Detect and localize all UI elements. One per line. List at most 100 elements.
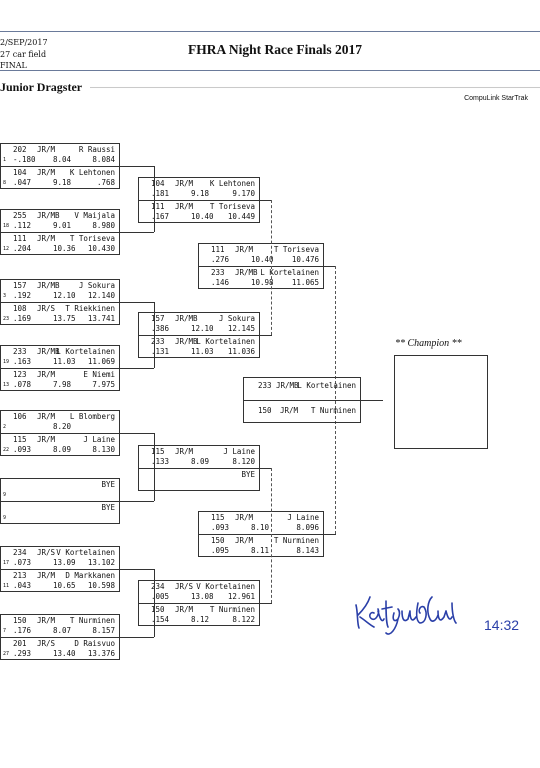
header-rule-top — [0, 31, 540, 32]
connector-line — [154, 433, 155, 501]
reaction-time: .133 — [151, 457, 170, 466]
elapsed-time: 8.07 — [53, 626, 72, 635]
reaction-time: .078 — [13, 380, 32, 389]
reaction-time: .093 — [13, 445, 32, 454]
driver-name: T Riekkinen — [65, 304, 115, 313]
reaction-time: .169 — [13, 314, 32, 323]
car-class: JR/M — [175, 179, 194, 188]
driver-name: J Sokura — [78, 281, 115, 290]
car-class: JR/M — [37, 145, 56, 154]
elapsed-time: 13.40 — [53, 649, 76, 658]
final-top-class: JR/MB — [276, 381, 299, 390]
elapsed-time: 13.08 — [191, 592, 214, 601]
handwritten-signature — [355, 596, 457, 635]
reaction-time: .204 — [13, 244, 32, 253]
brand-label: CompuLink StarTrak — [464, 95, 528, 102]
lane-number: 13 — [3, 382, 10, 388]
event-date: 2/SEP/2017 — [0, 38, 48, 47]
lane-number: 2 — [3, 424, 7, 430]
page-title: FHRA Night Race Finals 2017 — [188, 42, 362, 57]
car-number: 233 — [13, 347, 27, 356]
car-number: 255 — [13, 211, 27, 220]
reaction-time: .167 — [151, 212, 170, 221]
driver-name: T Nurminen — [69, 616, 115, 625]
car-class: JR/M — [37, 234, 56, 243]
car-number: 104 — [13, 168, 27, 177]
driver-name: J Laine — [83, 435, 115, 444]
reaction-time: -.180 — [13, 155, 36, 164]
connector-line — [260, 468, 272, 469]
driver-name: J Sokura — [218, 314, 255, 323]
elapsed-time: 9.18 — [191, 189, 210, 198]
car-number: 111 — [13, 234, 27, 243]
car-number: 234 — [151, 582, 165, 591]
car-number: 150 — [151, 605, 165, 614]
driver-name: T Nurminen — [209, 605, 255, 614]
elapsed-time: 13.75 — [53, 314, 76, 323]
elapsed-time: 7.98 — [53, 380, 72, 389]
elapsed-time: 10.36 — [53, 244, 76, 253]
car-number: 115 — [151, 447, 165, 456]
car-class: JR/MB — [37, 347, 60, 356]
connector-line — [271, 468, 272, 603]
dial-value: 10.449 — [227, 212, 255, 221]
field-size: 27 car field — [0, 50, 47, 59]
car-class: JR/MB — [37, 211, 60, 220]
car-class: JR/M — [235, 513, 254, 522]
car-number: 123 — [13, 370, 27, 379]
elapsed-time: 8.04 — [53, 155, 72, 164]
car-number: 108 — [13, 304, 27, 313]
reaction-time: .181 — [151, 189, 170, 198]
driver-name: T Toriseva — [273, 245, 319, 254]
final-lane-top: 233 JR/MB L Kortelainen — [244, 378, 360, 400]
car-class: JR/M — [235, 536, 254, 545]
round-stage: FINAL — [0, 61, 27, 70]
car-class: JR/S — [175, 582, 194, 591]
connector-line — [120, 166, 154, 167]
car-number: 115 — [13, 435, 27, 444]
connector-line — [271, 200, 272, 335]
elapsed-time: 8.12 — [191, 615, 210, 624]
dial-value: 10.476 — [291, 255, 319, 264]
final-bottom-class: JR/M — [280, 406, 299, 415]
elapsed-time: 10.40 — [191, 212, 214, 221]
car-number: 233 — [151, 337, 165, 346]
car-class: JR/M — [37, 435, 56, 444]
dial-value: 8.980 — [92, 221, 115, 230]
champion-title: ** Champion ** — [395, 338, 462, 349]
elapsed-time: 11.03 — [191, 347, 214, 356]
reaction-time: .176 — [13, 626, 32, 635]
reaction-time: .095 — [211, 546, 230, 555]
elapsed-time: 8.10 — [251, 523, 270, 532]
elapsed-time: 10.40 — [251, 255, 274, 264]
driver-name: K Lehtonen — [209, 179, 255, 188]
connector-line — [154, 302, 155, 368]
elapsed-time: 10.98 — [251, 278, 274, 287]
lane-number: 27 — [3, 651, 10, 657]
driver-name: L Kortelainen — [260, 268, 319, 277]
driver-name: V Maijala — [74, 211, 115, 220]
driver-name: L Blomberg — [69, 412, 115, 421]
car-class: JR/MB — [175, 337, 198, 346]
dial-value: 13.102 — [87, 558, 115, 567]
driver-name: T Toriseva — [209, 202, 255, 211]
elapsed-time: 10.65 — [53, 581, 76, 590]
car-number: 150 — [13, 616, 27, 625]
